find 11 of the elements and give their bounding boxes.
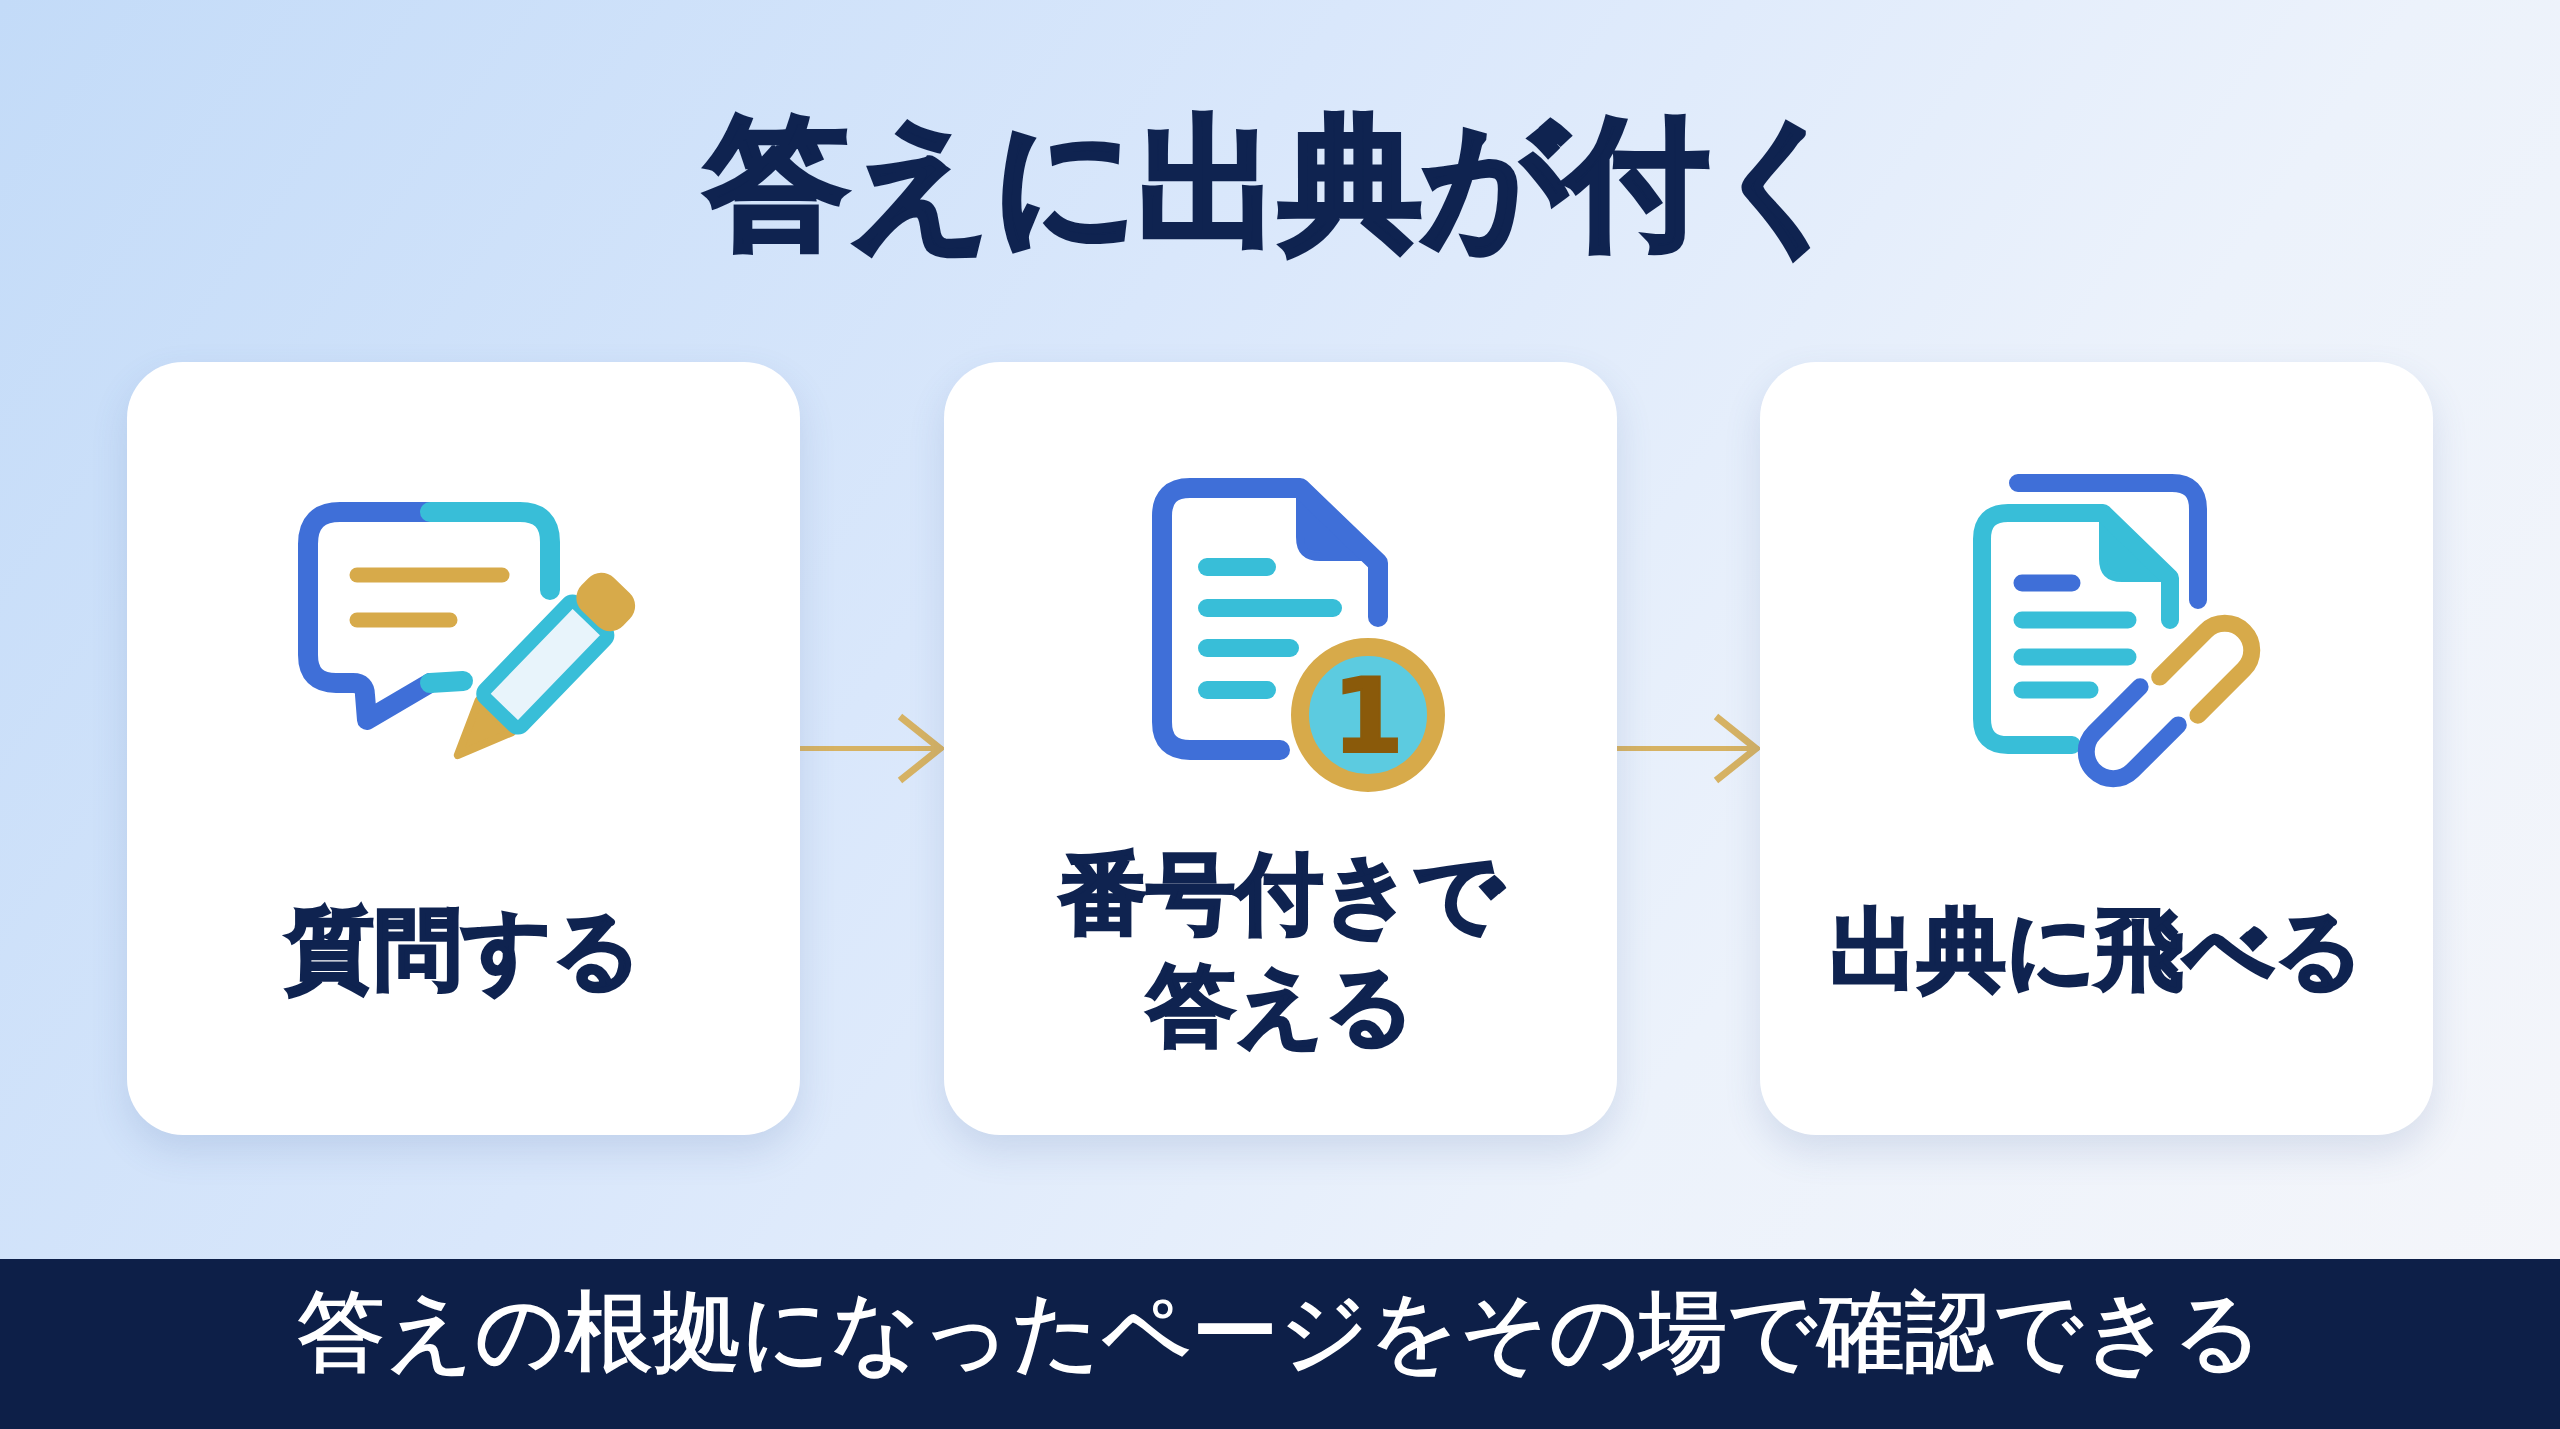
arrow	[1617, 713, 1760, 784]
badge-number: 1	[1331, 658, 1405, 774]
arrow	[800, 713, 944, 784]
caption: 答えの根拠になったページをその場で確認できる	[296, 1279, 2264, 1385]
title: 答えに出典が付く	[704, 98, 1855, 267]
step-label: 質問する	[284, 897, 643, 1004]
step-card	[127, 362, 800, 1135]
step-label: 番号付きで答える	[1057, 841, 1506, 1059]
step-card	[944, 362, 1617, 1135]
step-label: 出典に飛べる	[1828, 897, 2365, 1004]
step-card	[1760, 362, 2433, 1135]
